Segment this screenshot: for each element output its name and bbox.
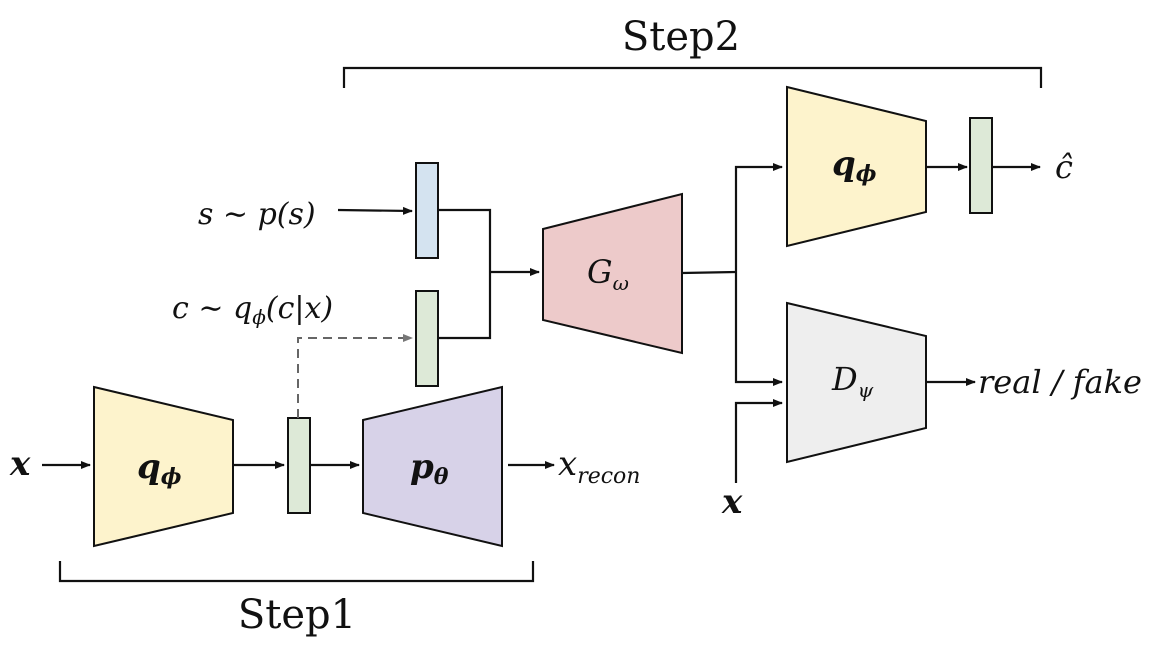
- step2-encoder-trapezoid: [786, 85, 927, 248]
- generator-out-line: [681, 270, 737, 275]
- real-input-x: x: [721, 482, 743, 522]
- discriminator-trapezoid: [786, 301, 927, 464]
- step1-output-xrecon: xrecon: [558, 444, 640, 489]
- step1-decoder-trapezoid: [362, 385, 503, 548]
- generator-trapezoid: [542, 192, 683, 355]
- content-latent-c: [415, 290, 439, 387]
- style-sample-label: s ∼ p(s): [198, 197, 316, 232]
- step2-label: Step2: [622, 14, 740, 60]
- style-latent-s: [415, 162, 439, 259]
- step1-input-x: x: [9, 444, 31, 484]
- real-x-line: [734, 399, 783, 483]
- step1-bracket: [58, 561, 535, 583]
- generator-label: Gω: [587, 253, 629, 295]
- step2-encoder-label: qϕ: [832, 144, 877, 187]
- c-hat-label: ĉ: [1055, 148, 1073, 186]
- step1-latent-c: [287, 417, 311, 514]
- arrow-style-to-latent: [337, 206, 413, 215]
- step2-bracket: [342, 66, 1043, 88]
- step1-encoder-trapezoid: [93, 385, 234, 548]
- step1-label: Step1: [238, 592, 356, 638]
- content-sample-label: c ∼ qϕ(c|x): [172, 291, 333, 329]
- discriminator-label: Dψ: [831, 360, 874, 402]
- split-up: [734, 163, 783, 272]
- split-down: [734, 272, 783, 386]
- dashed-copy-arrow: [297, 334, 413, 418]
- merge-line-style: [438, 208, 492, 340]
- step1-encoder-label: qϕ: [137, 447, 182, 490]
- real-fake-label: real / fake: [978, 363, 1142, 401]
- predicted-content-latent: [969, 117, 993, 214]
- step1-decoder-label: pθ: [410, 447, 449, 490]
